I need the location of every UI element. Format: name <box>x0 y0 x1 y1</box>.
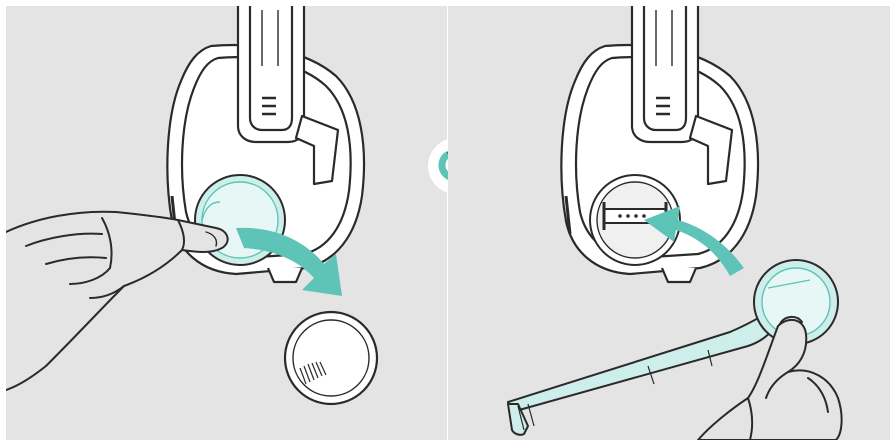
step-remove-cover-panel <box>6 6 448 440</box>
step-attach-mic-drawing <box>448 6 890 440</box>
step-remove-cover-drawing <box>6 6 448 440</box>
step-attach-mic-panel <box>448 6 890 440</box>
boom-mic-cover-detached <box>285 312 377 404</box>
pointing-hand <box>6 212 228 390</box>
